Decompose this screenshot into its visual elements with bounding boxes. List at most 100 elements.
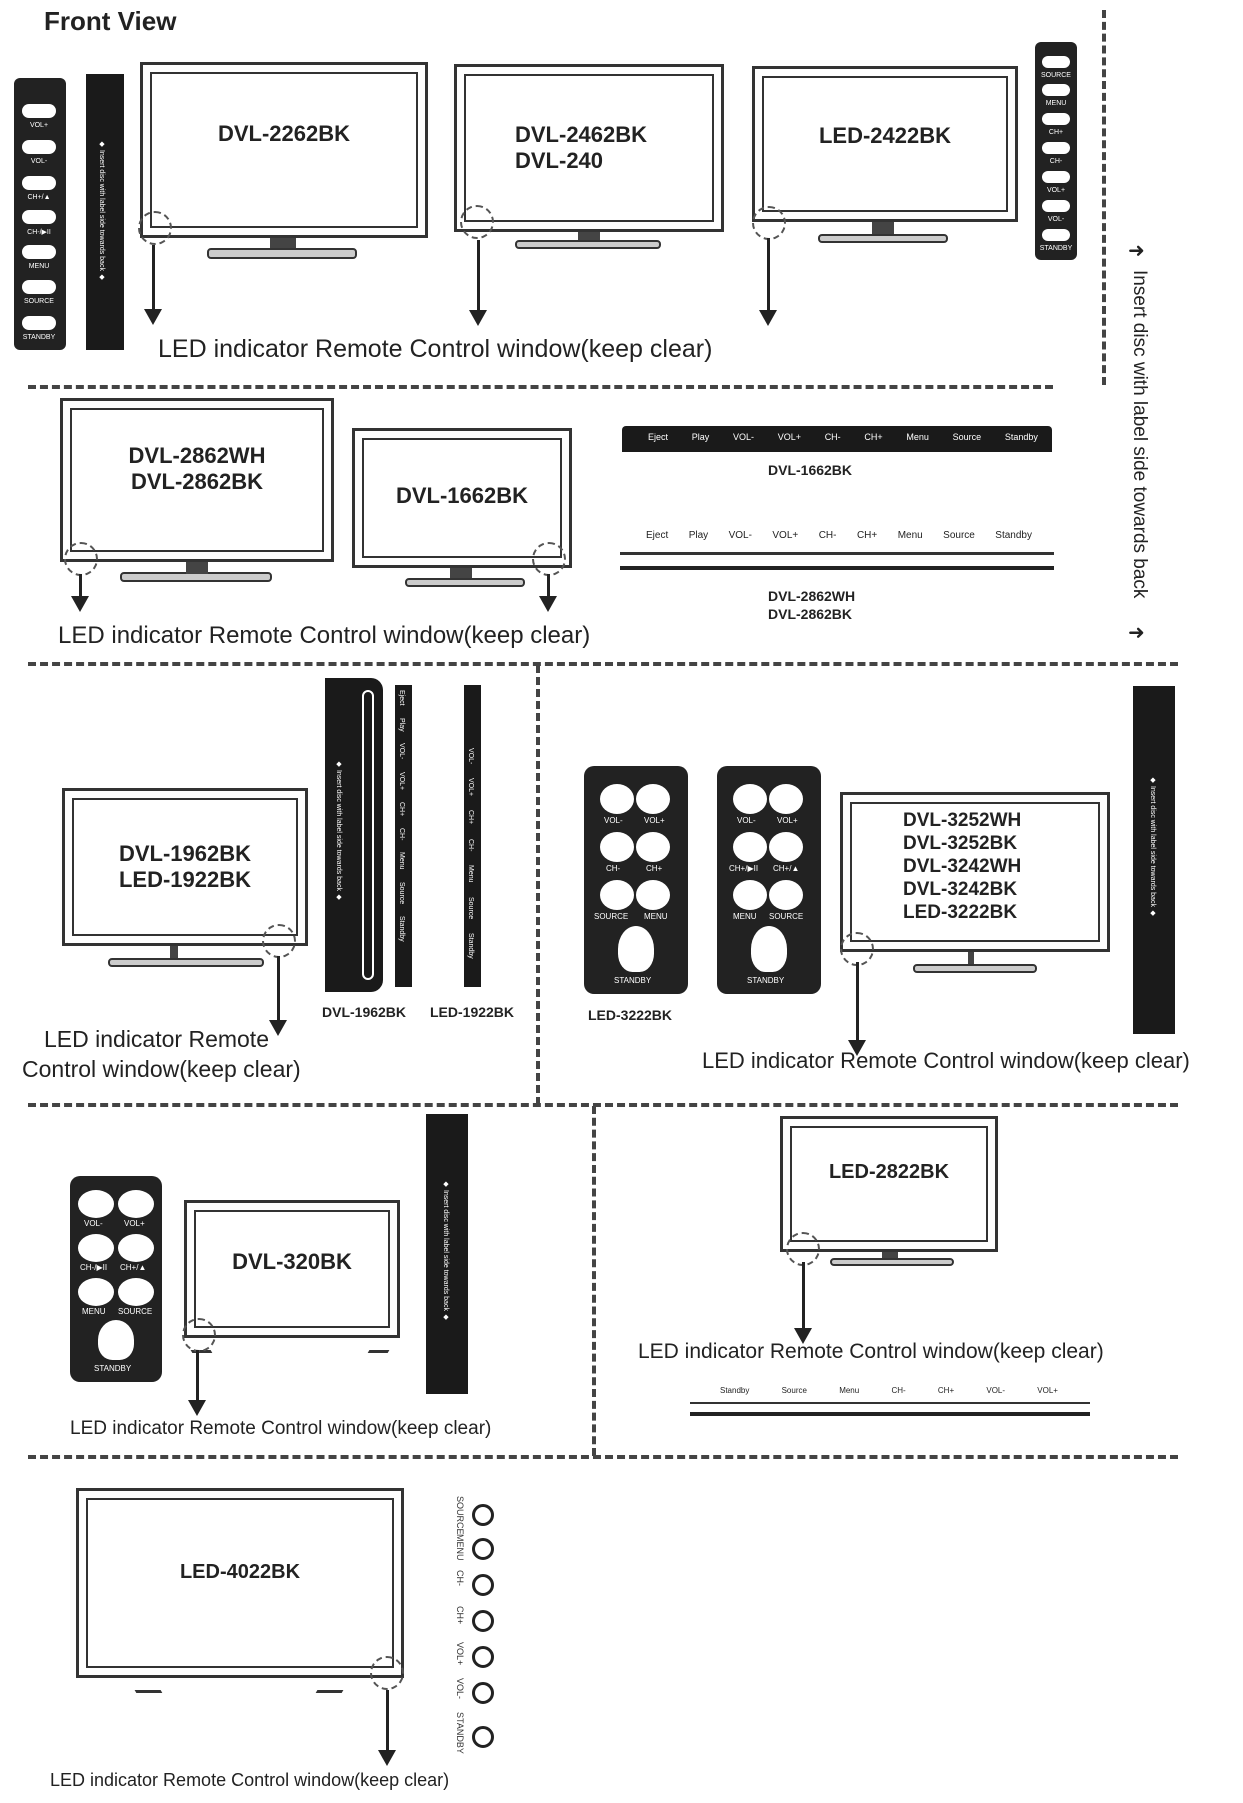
tv-stand [882,1252,898,1262]
ch-up-label: CH+ [398,801,405,816]
button-label: CH-/▶II [27,229,51,236]
model-label: LED-2822BK [828,1161,950,1183]
arrow-down-icon [848,962,866,1056]
tv-foot [315,1678,351,1693]
ch-down-knob [472,1574,494,1596]
tv-stand-base [405,578,525,587]
source-button [22,280,56,294]
tv-dvl-2462bk: DVL-2462BK DVL-240 [454,64,724,232]
source-label: SOURCE [455,1496,465,1535]
standby-label: Standby [995,530,1032,541]
vol-down-label: VOL- [986,1386,1006,1395]
button-bar-labels: Standby Source Menu CH- CH+ VOL- VOL+ [720,1386,1058,1395]
panel-label: DVL-2862BK [768,606,853,622]
ch-up-label: CH+ [455,1606,465,1625]
model-label: DVL-1662BK [395,483,529,508]
tv-led-2822bk: LED-2822BK [780,1116,998,1252]
led-indicator-marker [138,211,172,245]
panel-label: DVL-2862WH [768,588,856,604]
standby-label: Standby [398,916,405,942]
model-label: DVL-320BK [232,1249,352,1274]
tv-stand-base [830,1258,954,1266]
standby-label: STANDBY [455,1712,465,1754]
disc-strip [1133,686,1175,1034]
divider [28,1103,1178,1107]
menu-label: Menu [906,432,929,442]
vol-down-button [1042,200,1070,212]
button-label: MENU [644,912,668,921]
ch-down-label: CH- [818,530,837,541]
standby-button [98,1320,134,1360]
vol-down-button [22,140,56,154]
arrow-right-icon: ➜ [1128,240,1145,262]
vol-up-knob [472,1646,494,1668]
divider [28,662,1178,666]
button-label: MENU [1045,100,1067,107]
tv-stand-base [207,248,357,259]
caption: LED indicator Remote Control window(keep… [58,622,591,649]
button-label: STANDBY [614,976,652,985]
arrow-down-icon [794,1262,812,1344]
button-label: VOL+ [1046,187,1066,194]
ch-up-button [1042,113,1070,125]
vol-down-label: VOL- [455,1678,465,1700]
menu-button [1042,84,1070,96]
menu-label: Menu [398,852,405,870]
button-label: VOL+ [124,1219,145,1228]
led-indicator-marker [64,542,98,576]
vol-up-label: VOL+ [772,530,799,541]
button-bar [620,552,1054,555]
source-label: Source [781,1386,807,1395]
button-label: VOL- [84,1219,103,1228]
menu-knob [472,1538,494,1560]
standby-button [618,926,654,972]
button-label: VOL- [737,816,756,825]
button-label: CH- [606,864,621,873]
button-label: STANDBY [1039,245,1073,252]
button-bar-labels: Eject Play VOL- VOL+ CH- CH+ Menu Source… [648,432,1038,442]
ch-up-label: CH+ [856,530,878,541]
source-button [1042,56,1070,68]
arrow-down-icon [188,1350,206,1416]
arrow-down-icon [759,238,777,326]
led-indicator-marker [532,542,566,576]
disc-slot [362,690,374,980]
button-label: CH+ [646,864,663,873]
standby-button [22,316,56,330]
menu-button [78,1278,114,1306]
model-label: DVL-2262BK [217,121,351,146]
button-bar [690,1412,1090,1416]
button-label: STANDBY [22,334,56,341]
vol-up-button [769,784,803,814]
ch-down-button [1042,142,1070,154]
caption: LED indicator Remote Control window(keep… [158,335,713,363]
ch-up-button [636,832,670,862]
divider [1102,10,1106,385]
disc-strip-text: ◆ Insert disc with label side towards ba… [1149,776,1156,917]
button-strip-labels: VOL- VOL+ CH+ CH- Menu Source Standby [467,748,474,959]
vol-up-label: VOL+ [467,778,474,797]
arrow-down-icon [539,574,557,612]
menu-button [733,880,767,910]
side-note: Insert disc with label side towards back [1129,270,1150,599]
tv-dvl-1962bk: DVL-1962BK LED-1922BK [62,788,308,946]
play-label: Play [691,432,710,442]
tv-stand-base [515,240,661,249]
model-label: DVL-3252WH DVL-3252BK DVL-3242WH DVL-324… [903,810,1022,923]
vol-down-label: VOL- [728,530,752,541]
panel-label: DVL-1962BK [322,1004,407,1020]
tv-dvl-2862: DVL-2862WH DVL-2862BK [60,398,334,562]
caption: LED indicator Remote Control window(keep… [638,1340,1104,1363]
caption: LED indicator Remote [44,1026,269,1052]
vol-down-label: VOL- [467,748,474,765]
divider [592,1106,596,1456]
button-strip [464,685,481,987]
disc-strip [426,1114,468,1394]
play-label: Play [398,717,405,732]
standby-button [1042,229,1070,241]
tv-dvl-3252: DVL-3252WH DVL-3252BK DVL-3242WH DVL-324… [840,792,1110,952]
button-bar [620,566,1054,570]
button-label: SOURCE [769,912,804,921]
vol-down-label: VOL- [732,432,754,442]
source-button [769,880,803,910]
